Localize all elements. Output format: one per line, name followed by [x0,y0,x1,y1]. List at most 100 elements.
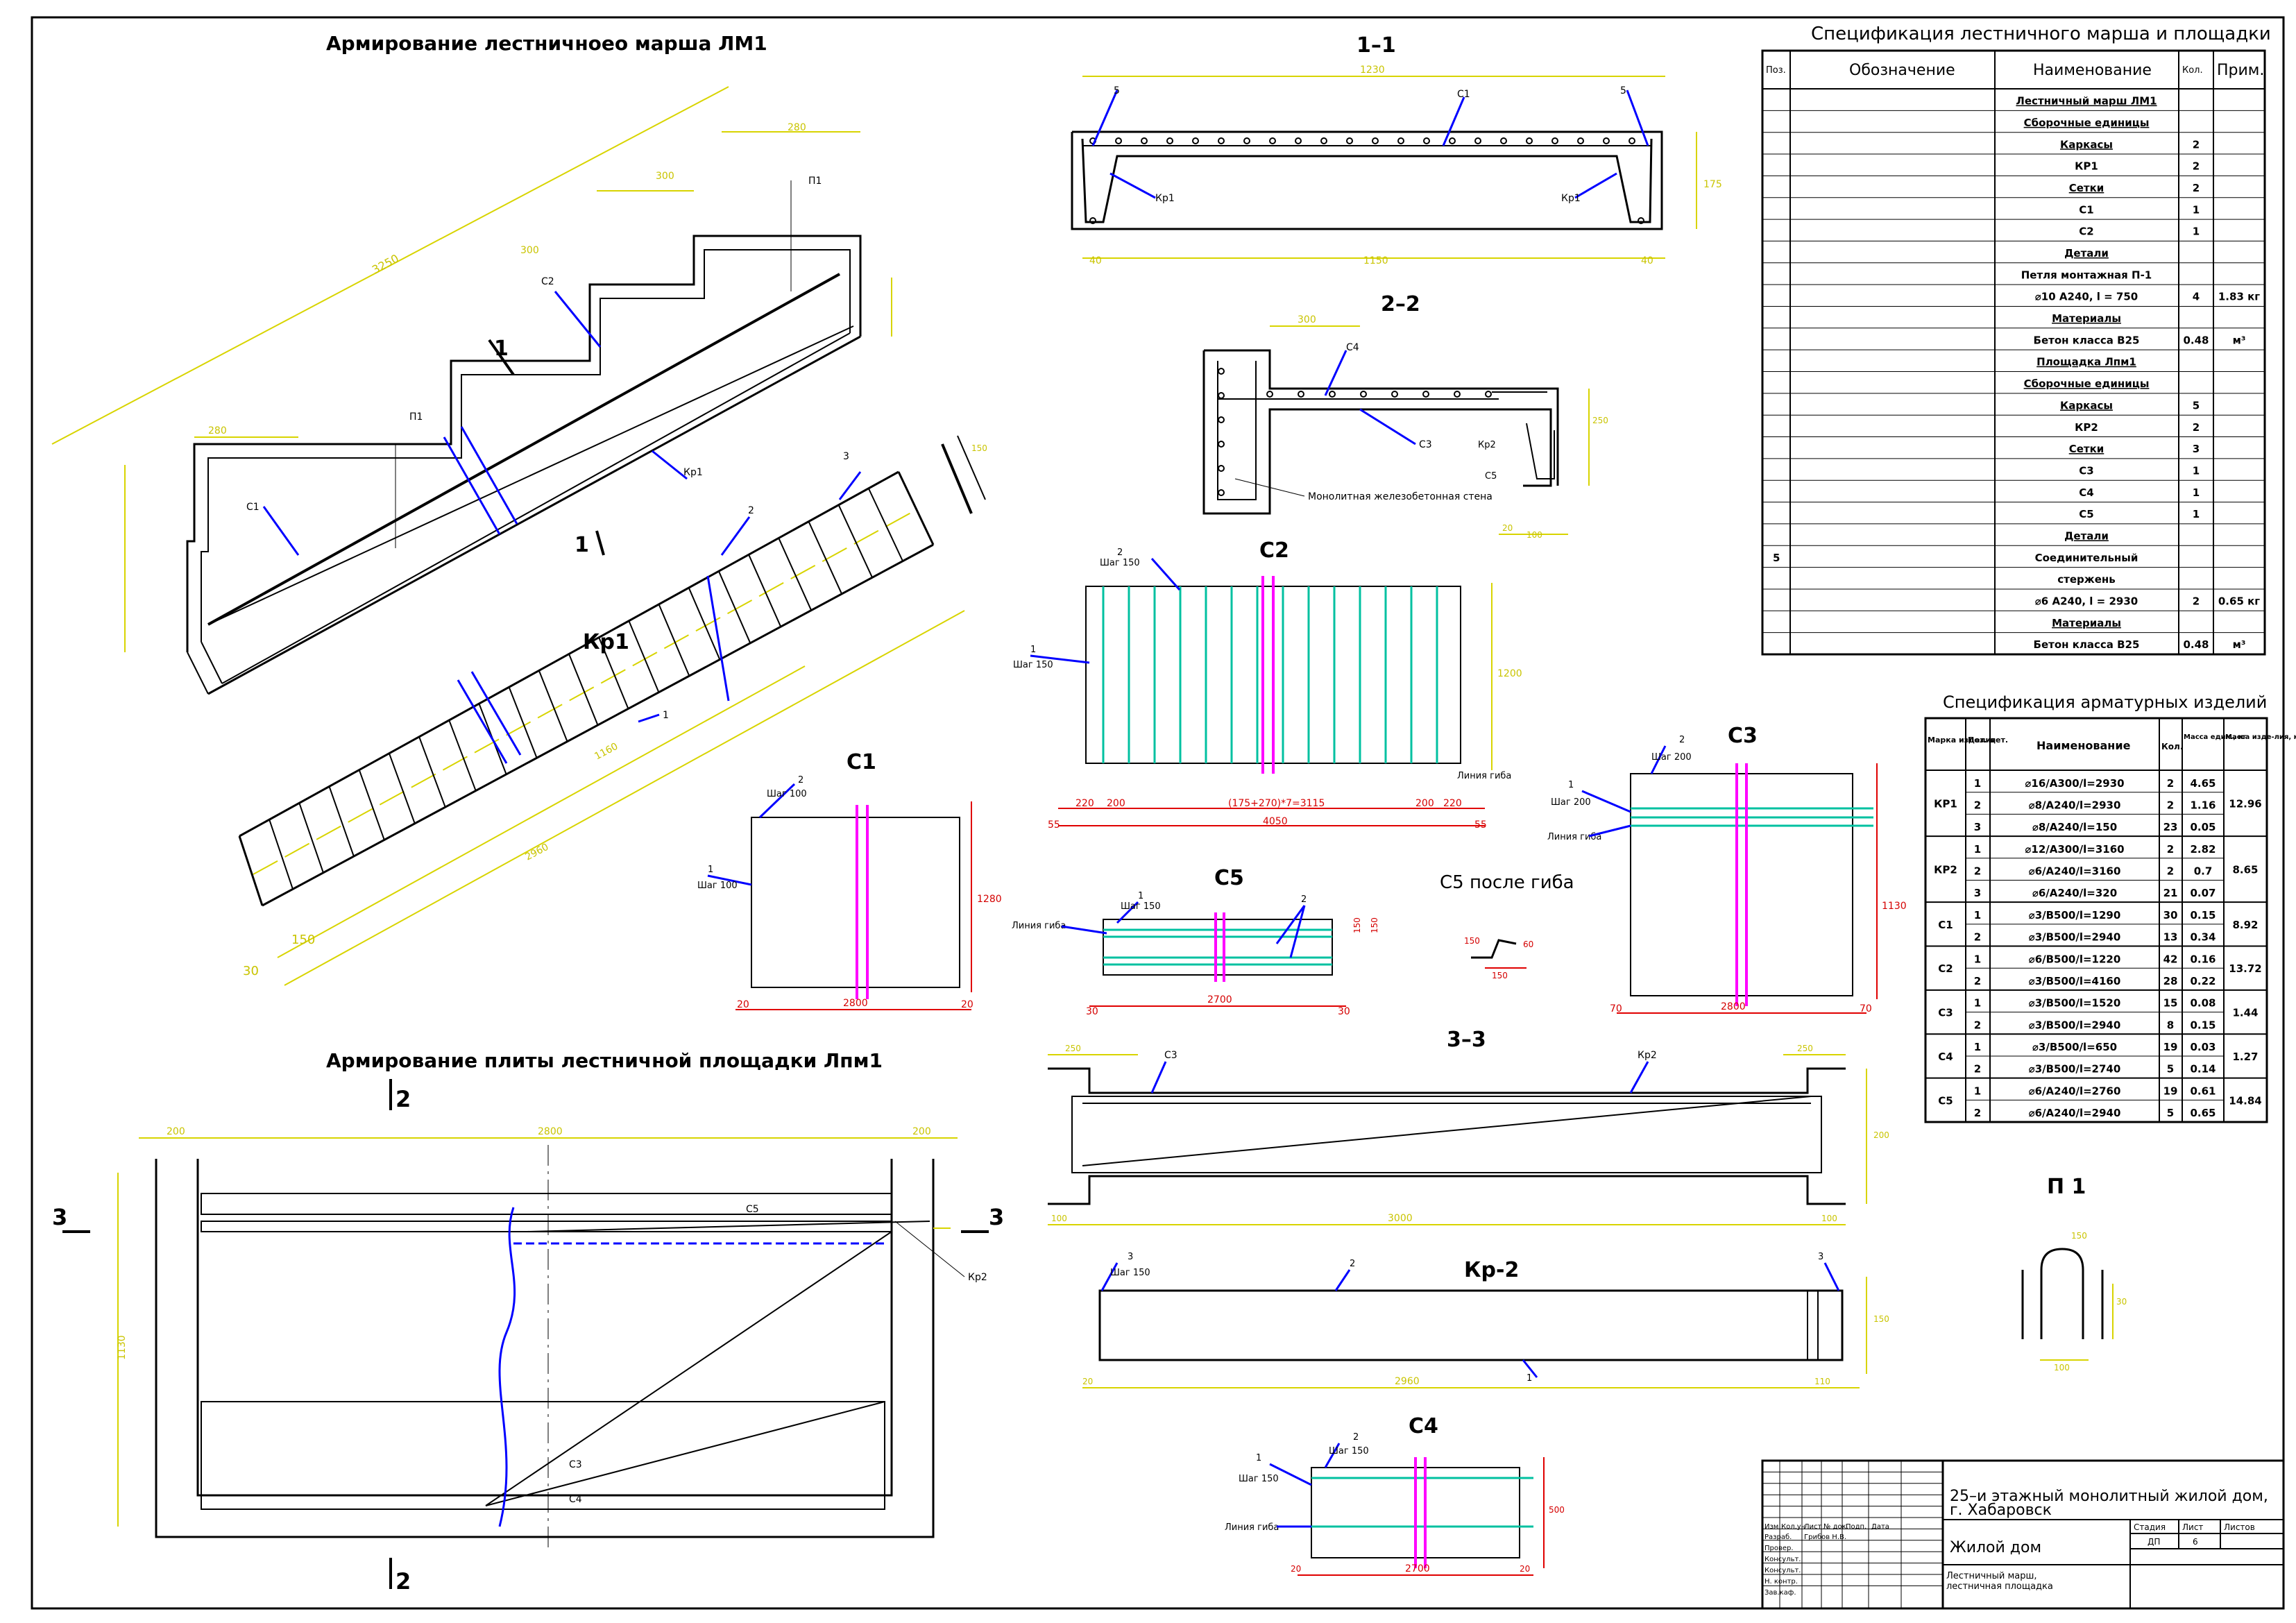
svg-text:Линия гиба: Линия гиба [1012,921,1066,931]
svg-text:№ док.: № док. [1823,1523,1848,1531]
svg-text:100: 100 [1821,1214,1837,1223]
spec1-qty: 1 [2193,486,2200,499]
svg-text:Шаг 150: Шаг 150 [1329,1446,1369,1456]
svg-text:Шаг 100: Шаг 100 [767,789,807,799]
spec2-pos: 1 [1974,909,1981,921]
svg-text:200: 200 [1415,798,1434,809]
rebar-dot [1454,391,1461,398]
kp1-stirrup [717,570,751,644]
svg-text:Шаг 150: Шаг 150 [1013,660,1053,670]
svg-text:100: 100 [2054,1363,2070,1373]
spec2-name: ⌀3/В500/l=4160 [2029,975,2121,987]
svg-text:2: 2 [748,505,754,516]
svg-text:280: 280 [208,425,227,436]
spec1-name: ⌀10 А240, l = 750 [2035,291,2138,303]
spec1-name: Сборочные единицы [2024,117,2150,129]
spec1-name: Детали [2064,529,2109,542]
kp1-stirrup [388,753,416,824]
spec2-total: 1.44 [2232,1007,2258,1019]
spec1-name: Материалы [2052,617,2121,629]
spec1-qty: 1 [2193,226,2200,238]
section-3-3-title: 3–3 [1447,1028,1486,1052]
rebar-dot [1422,391,1429,398]
svg-text:С5: С5 [1485,471,1497,482]
rebar-dot [1391,391,1398,398]
spec2-mass: 0.08 [2190,997,2216,1010]
spec1-qty: 1 [2193,203,2200,216]
kp1-stirrup [658,604,690,677]
leader-c1: С1 [246,502,260,513]
svg-text:150: 150 [971,443,987,453]
kp1-stirrup [298,802,324,874]
spec2-mass: 4.65 [2190,777,2216,790]
rebar-dot [1360,391,1367,398]
leader-c2: С2 [541,276,554,287]
svg-text:200: 200 [1873,1130,1889,1140]
svg-text:250: 250 [1065,1044,1081,1053]
rebar-dot [1577,137,1584,144]
svg-text:4050: 4050 [1263,816,1288,827]
rebar-dot [1629,137,1635,144]
svg-text:2800: 2800 [1721,1001,1746,1012]
svg-text:Наименование: Наименование [2036,739,2131,752]
spec2-mass: 0.65 [2190,1107,2216,1119]
platform-plan: Армирование плиты лестничной площадки Лп… [52,1049,1004,1595]
svg-text:1160: 1160 [593,741,620,763]
spec2-pos: 2 [1974,865,1981,878]
spec2-name: ⌀8/А240/l=150 [2032,821,2117,833]
svg-text:500: 500 [1549,1505,1565,1515]
svg-text:110: 110 [1814,1377,1830,1386]
svg-text:Кр2: Кр2 [968,1272,987,1283]
spec1-qty: 3 [2193,443,2200,455]
svg-text:С3: С3 [569,1459,582,1470]
cut-3-right: 3 [989,1204,1004,1230]
svg-text:ДП: ДП [2148,1537,2160,1547]
spec1-qty: 2 [2193,595,2200,608]
sheet-frame [31,16,2285,1610]
rebar-dot [1346,137,1353,144]
svg-text:Зав.каф.: Зав.каф. [1764,1589,1796,1597]
svg-text:С1: С1 [1457,89,1470,100]
spec1-name: Площадка Лпм1 [2036,356,2136,368]
kp1-stirrup [837,504,873,578]
svg-text:3: 3 [843,451,849,462]
svg-text:Консульт.: Консульт. [1764,1567,1801,1574]
kp1-stirrup [808,521,843,595]
spec2-mass: 0.15 [2190,909,2216,921]
rebar-dot [1526,137,1533,144]
svg-text:Линия гиба: Линия гиба [1457,771,1511,781]
s22-rebar-dots [1218,368,1492,496]
rebar-dot [1218,137,1225,144]
svg-text:Линия гиба: Линия гиба [1547,832,1601,842]
svg-text:250: 250 [1592,416,1608,425]
svg-text:Жилой дом: Жилой дом [1950,1539,2041,1556]
spec2-mass: 0.16 [2190,953,2216,965]
svg-text:С5: С5 [746,1204,759,1215]
svg-text:20: 20 [1520,1564,1530,1574]
spec1-name: стержень [2057,573,2115,586]
svg-text:Линия гиба: Линия гиба [1225,1522,1279,1533]
rebar-dot [1295,137,1302,144]
spec1-name: Сборочные единицы [2024,377,2150,390]
section-1-1-title: 1–1 [1357,33,1396,58]
rebar-dot [1243,137,1250,144]
spec2-mass: 0.61 [2190,1085,2216,1097]
svg-text:Кр1: Кр1 [1561,193,1581,204]
spec2-qty: 15 [2163,997,2178,1010]
mesh-c4: С4 2 Шаг 150 1 Шаг 150 Линия гиба 2700 2… [1225,1414,1565,1576]
svg-text:Кр1: Кр1 [1155,193,1175,204]
svg-text:С3: С3 [1419,439,1432,450]
spec2-qty: 21 [2163,887,2178,899]
svg-text:Консульт.: Консульт. [1764,1556,1801,1563]
spec2-qty: 5 [2167,1107,2174,1119]
svg-text:150: 150 [1352,917,1362,933]
spec2-mark: С4 [1938,1051,1953,1063]
rebar-dot [1218,392,1225,399]
spec2-name: ⌀6/А240/l=2760 [2029,1085,2121,1097]
spec2-mark: С5 [1938,1094,1953,1107]
spec2-pos: 3 [1974,821,1981,833]
spec2-qty: 13 [2163,931,2178,944]
spec2-mass: 0.03 [2190,1041,2216,1053]
spec1-note: 0.65 кг [2218,595,2260,608]
